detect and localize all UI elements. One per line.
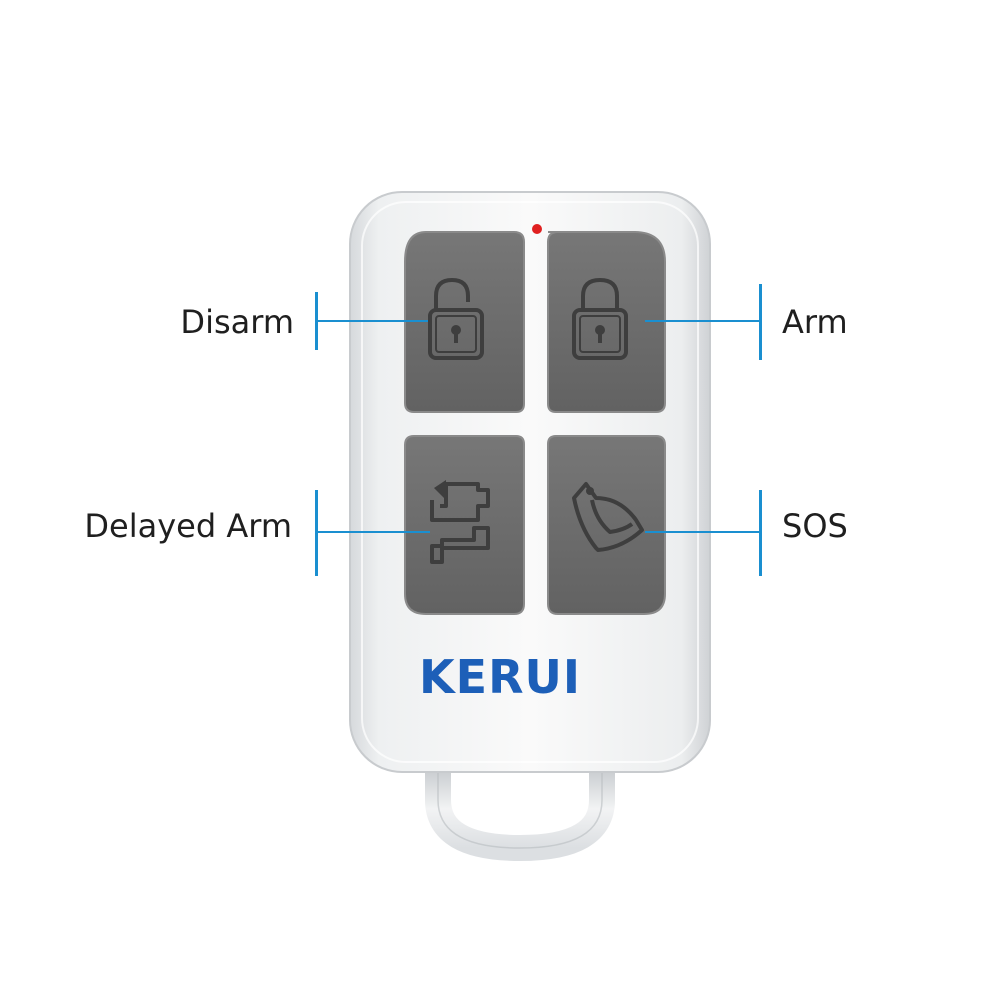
sos-tick — [759, 490, 762, 576]
delayed-arm-tick — [315, 490, 318, 576]
sos-label: SOS — [782, 507, 848, 545]
status-led — [532, 224, 542, 234]
unlocked-padlock-icon — [428, 277, 484, 360]
arm-button[interactable] — [547, 231, 666, 413]
bell-icon — [572, 482, 644, 552]
disarm-button[interactable] — [404, 231, 525, 413]
delayed-arm-button[interactable] — [404, 435, 525, 615]
delayed-arm-label: Delayed Arm — [84, 507, 292, 545]
arm-tick — [759, 284, 762, 360]
sos-button[interactable] — [547, 435, 666, 615]
arrows-exchange-icon — [430, 480, 490, 564]
disarm-tick — [315, 292, 318, 350]
locked-padlock-icon — [572, 277, 628, 360]
arm-label: Arm — [782, 303, 848, 341]
disarm-label: Disarm — [180, 303, 294, 341]
key-ring-loop — [425, 757, 615, 862]
brand-logo: KERUI — [419, 650, 581, 704]
